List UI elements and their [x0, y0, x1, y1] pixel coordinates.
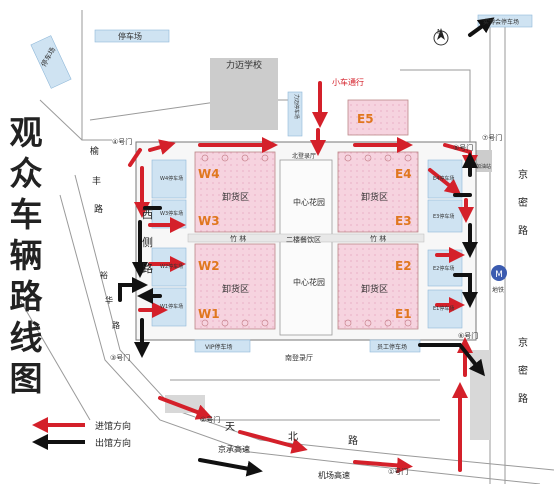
small-car-label: 小车通行 [332, 77, 364, 87]
metro-glyph: M [495, 270, 503, 280]
bamboo-west: 竹 林 [230, 234, 246, 243]
road-east-b3: 路 [518, 392, 528, 405]
road-jingcheng: 京承高速 [218, 444, 250, 454]
unload-se: 卸货区 [361, 283, 388, 295]
gate-4: ④号门 [112, 137, 132, 146]
road-yu2: 丰 [92, 175, 101, 187]
lot-w3: W3停车场 [160, 210, 183, 217]
lot-w4: W4停车场 [160, 175, 183, 182]
lot-e4: E4停车场 [433, 175, 454, 182]
hall-label-e1: E1 [395, 307, 412, 321]
hall-label-w4: W4 [198, 167, 220, 181]
center-strip [279, 159, 333, 336]
lot-expo: 实博会停车场 [483, 18, 519, 26]
road-south-lu: 路 [348, 434, 358, 447]
lot-e3: E3停车场 [433, 213, 454, 220]
road-ring2: 华 [105, 295, 113, 305]
road-east3: 路 [518, 224, 528, 237]
lot-e1: E1停车场 [433, 305, 454, 312]
unload-ne: 卸货区 [361, 191, 388, 203]
hall-label-w3: W3 [198, 214, 220, 228]
page-title: 观众车辆路线图 [9, 113, 43, 398]
dining-area: 二楼餐饮区 [286, 235, 321, 244]
road-east-b1: 京 [518, 336, 528, 349]
lot-w1: W1停车场 [160, 303, 183, 310]
compass-icon [433, 28, 449, 46]
road-airport: 机场高速 [318, 470, 350, 480]
road-west-a: 西 [142, 208, 153, 221]
legend-out-label: 出馆方向 [95, 437, 131, 449]
hall-label-w1: W1 [198, 307, 220, 321]
road-east2: 密 [518, 196, 528, 209]
road-ring1: 裕 [100, 270, 108, 280]
north-lobby: 北登录厅 [292, 152, 316, 160]
lot-e2: E2停车场 [433, 265, 454, 272]
compass-label: N [437, 28, 442, 36]
lot-staff: 员工停车场 [377, 343, 407, 351]
center-garden-bottom: 中心花园 [293, 277, 325, 287]
south-lobby: 南登录厅 [285, 353, 313, 362]
gate-6: ⑥号门 [458, 331, 478, 340]
legend-in-label: 进馆方向 [95, 420, 131, 432]
lot-lima: 力迈停车场 [293, 94, 300, 119]
road-west-b: 侧 [142, 236, 153, 249]
road-yu3: 路 [94, 203, 103, 215]
bamboo-strip [187, 233, 425, 243]
road-south-bei: 北 [288, 431, 298, 443]
map-legend [32, 417, 85, 450]
gate-7: ⑦号门 [482, 133, 502, 142]
road-ring3: 路 [112, 320, 120, 330]
entry-routes [128, 81, 478, 474]
unload-sw: 卸货区 [222, 283, 249, 295]
hall-label-e2: E2 [395, 259, 412, 273]
school-label: 力迈学校 [226, 59, 262, 71]
center-garden-top: 中心花园 [293, 197, 325, 207]
school-block [210, 58, 278, 130]
road-south-tian: 天 [225, 422, 235, 433]
metro-icon [491, 265, 507, 281]
hall-label-e3: E3 [395, 214, 412, 228]
lot-vip: VIP停车场 [205, 343, 233, 351]
gas-label: 加油站 [476, 163, 491, 170]
road-outlines [19, 10, 554, 484]
booth-markers [201, 154, 412, 327]
hall-label-e5: E5 [357, 112, 374, 126]
road-west-c: 路 [142, 262, 153, 275]
metro-label: 地铁 [492, 286, 504, 294]
exhibition-halls [194, 99, 419, 330]
gate-2: ②号门 [200, 415, 220, 424]
gate-3: ③号门 [110, 353, 130, 362]
bamboo-east: 竹 林 [370, 234, 386, 243]
road-yu1: 榆 [90, 145, 99, 157]
unload-nw: 卸货区 [222, 191, 249, 203]
road-east-b2: 密 [518, 364, 528, 377]
lot-top: 停车场 [118, 31, 142, 41]
road-east1: 京 [518, 168, 528, 181]
exit-routes [118, 17, 495, 477]
lot-w2: W2停车场 [160, 263, 183, 270]
hall-label-w2: W2 [198, 259, 220, 273]
gate-1: ①号门 [388, 467, 408, 476]
hall-label-e4: E4 [395, 167, 412, 181]
gate-5: ⑤号门 [453, 143, 473, 152]
